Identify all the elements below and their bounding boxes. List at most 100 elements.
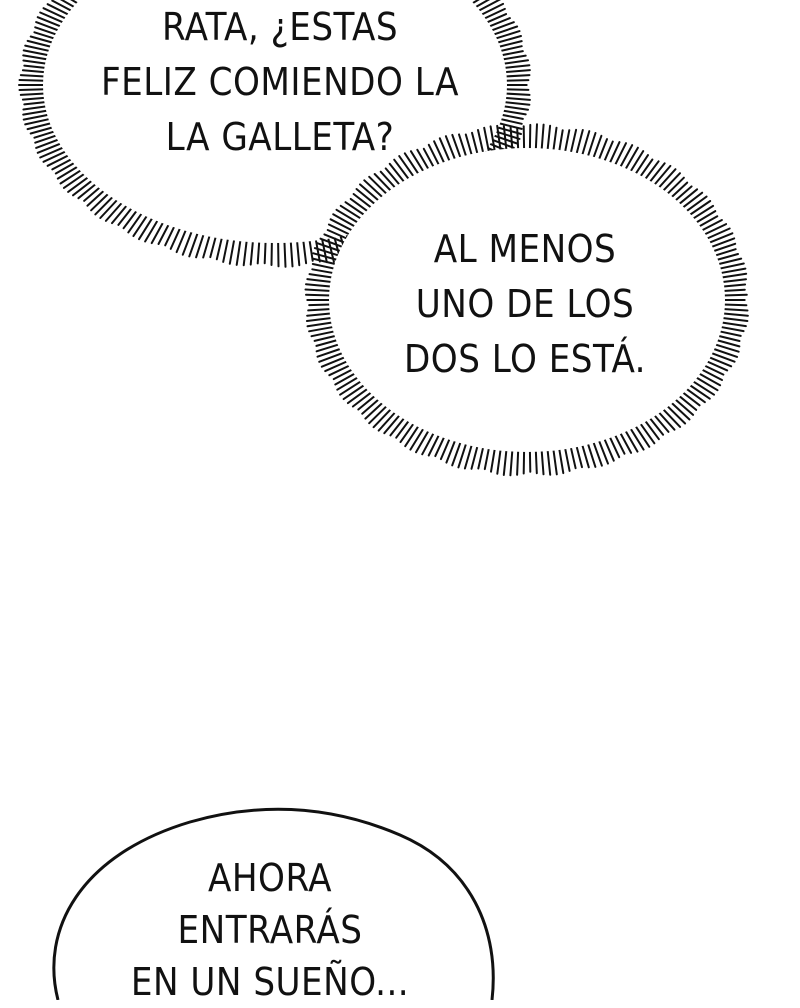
bubble-spike (565, 447, 570, 471)
bubble-spike (722, 285, 745, 287)
bubble-spike (118, 207, 132, 225)
bubble-spike (504, 102, 530, 105)
bubble-spike (548, 449, 551, 475)
bubble-spike (472, 445, 478, 469)
bubble-spike (500, 119, 522, 124)
bubble-spike (48, 4, 70, 15)
bubble-spike (307, 318, 333, 321)
bubble-spike (497, 449, 500, 474)
bubble-spike (52, 1, 72, 12)
bubble-spike (689, 385, 710, 399)
bubble-spike (620, 145, 632, 168)
bubble-spike (720, 327, 744, 331)
bubble-spike (675, 186, 692, 201)
bubble-spike (675, 399, 694, 415)
bubble-spike (244, 240, 247, 265)
bubble-spike (401, 423, 415, 442)
bubble-spike (416, 430, 429, 452)
bubble-spike (640, 160, 653, 178)
bubble-2-line-2: UNO DE LOS (370, 277, 680, 332)
bubble-spike (133, 215, 147, 236)
bubble-spike (686, 388, 705, 402)
bubble-spike (405, 425, 419, 446)
bubble-spike (481, 4, 504, 15)
bubble-spike (203, 235, 210, 258)
bubble-spike (719, 264, 744, 269)
bubble-spike (723, 309, 748, 311)
bubble-spike (465, 444, 472, 469)
bubble-spike (491, 448, 495, 472)
bubble-spike (40, 147, 64, 157)
bubble-spike (20, 80, 46, 81)
bubble-spike (309, 239, 312, 261)
bubble-spike (410, 428, 424, 450)
bubble-spike (645, 420, 659, 439)
bubble-spike (678, 395, 696, 410)
bubble-spike (78, 183, 96, 198)
bubble-spike (21, 75, 46, 76)
bubble-spike (630, 428, 644, 450)
bubble-spike (722, 318, 748, 321)
bubble-spike (536, 124, 537, 150)
bubble-spike (325, 361, 348, 371)
bubble-spike (692, 206, 713, 219)
bubble-spike (422, 432, 434, 454)
bubble-spike (503, 106, 528, 110)
bubble-spike (571, 130, 577, 154)
bubble-spike (353, 392, 372, 407)
bubble-spike (510, 450, 512, 476)
bubble-spike (20, 89, 46, 90)
bubble-spike (87, 190, 104, 206)
bubble-spike (237, 239, 241, 265)
bubble-spike (56, 162, 76, 173)
bubble-spike (139, 217, 153, 239)
bubble-spike (23, 55, 48, 59)
bubble-spike (52, 159, 72, 170)
bubble-1-line-1: RATA, ¿ESTAS (100, 0, 460, 55)
bubble-spike (504, 449, 507, 475)
bubble-spike (559, 448, 563, 473)
bubble-spike (335, 373, 356, 385)
bubble-spike (308, 309, 331, 310)
bubble-spike (251, 240, 253, 264)
bubble-spike (230, 239, 235, 264)
bubble-spike (517, 450, 518, 475)
bubble-spike (645, 161, 659, 180)
bubble-2-text: AL MENOS UNO DE LOS DOS LO ESTÁ. (370, 222, 680, 387)
bubble-spike (84, 187, 101, 201)
bubble-spike (44, 8, 67, 19)
bubble-spike (500, 46, 522, 51)
bubble-spike (559, 130, 563, 152)
bubble-spike (504, 65, 530, 68)
bubble-spike (307, 279, 332, 282)
bubble-spike (553, 449, 557, 475)
bubble-spike (210, 236, 216, 257)
bubble-spike (517, 128, 518, 150)
bubble-spike (695, 377, 717, 390)
bubble-spike (91, 193, 109, 210)
bubble-spike (284, 241, 285, 267)
bubble-spike (152, 222, 164, 244)
bubble-spike (542, 125, 544, 151)
bubble-spike (721, 274, 746, 278)
bubble-spike (310, 274, 334, 278)
bubble-spike (505, 94, 530, 95)
bubble-3-line-1: AHORA (100, 852, 440, 904)
bubble-spike (24, 50, 50, 55)
bubble-spike (692, 381, 714, 395)
bubble-spike (701, 369, 722, 380)
bubble-spike (571, 446, 576, 468)
bubble-spike (24, 102, 46, 104)
bubble-spike (635, 155, 648, 175)
bubble-spike (309, 327, 334, 332)
bubble-spike (21, 94, 46, 95)
bubble-spike (23, 98, 46, 100)
bubble-spike (503, 60, 528, 64)
bubble-spike (625, 430, 638, 452)
bubble-spike (303, 240, 306, 263)
bubble-1-line-3: LA GALLETA? (100, 110, 460, 165)
bubble-spike (721, 322, 746, 326)
bubble-3-line-3: EN UN SUEÑO... (100, 956, 440, 1008)
bubble-spike (658, 412, 674, 430)
